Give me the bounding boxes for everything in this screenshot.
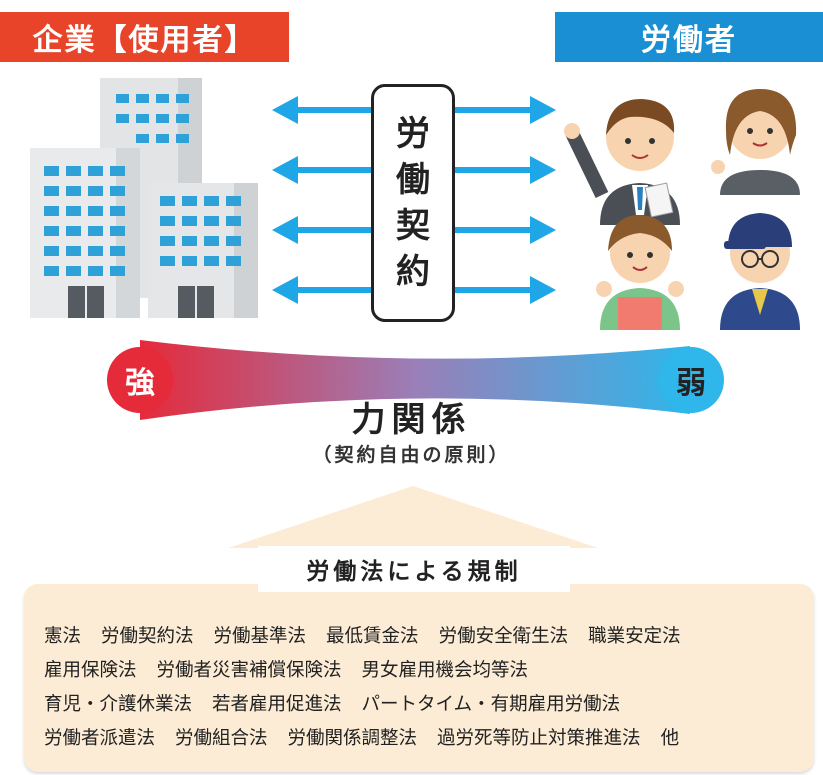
law-line-2: 雇用保険法労働者災害補償保険法男女雇用機会均等法 bbox=[44, 656, 548, 682]
law-item: 職業安定法 bbox=[588, 626, 681, 647]
law-item: 最低賃金法 bbox=[326, 626, 419, 647]
regulation-title: 労働法による規制 bbox=[258, 546, 570, 592]
power-relation-subtitle: （契約自由の原則） bbox=[312, 444, 511, 466]
workers-illustration bbox=[564, 89, 800, 330]
labor-law-box bbox=[24, 584, 814, 772]
law-item: 労働者派遣法 bbox=[44, 728, 156, 749]
law-item: 労働基準法 bbox=[213, 626, 307, 647]
regulation-up-arrow bbox=[228, 486, 598, 556]
law-line-4: 労働者派遣法労働組合法労働関係調整法過労死等防止対策推進法他 bbox=[44, 724, 699, 750]
law-line-3: 育児・介護休業法若者雇用促進法パートタイム・有期雇用労働法 bbox=[44, 690, 640, 716]
law-item: 男女雇用機会均等法 bbox=[361, 660, 529, 681]
strong-badge: 強 bbox=[107, 347, 173, 413]
law-item: 雇用保険法 bbox=[44, 660, 137, 681]
law-item: 過労死等防止対策推進法 bbox=[437, 728, 641, 749]
worker-header: 労働者 bbox=[555, 12, 823, 62]
employer-header: 企業【使用者】 bbox=[0, 12, 289, 62]
law-item: 労働契約法 bbox=[101, 626, 194, 647]
contract-char: 契 bbox=[396, 206, 430, 246]
power-relation-title: 力関係 bbox=[351, 400, 472, 440]
law-item: 他 bbox=[660, 728, 680, 749]
contract-char: 労 bbox=[396, 114, 430, 154]
law-item: 育児・介護休業法 bbox=[44, 694, 193, 715]
law-item: 若者雇用促進法 bbox=[212, 694, 342, 715]
office-building-icon bbox=[30, 78, 258, 318]
power-gradient-bar bbox=[140, 340, 690, 420]
worker-girl-icon bbox=[596, 215, 684, 330]
contract-char: 働 bbox=[396, 160, 430, 200]
law-line-1: 憲法労働契約法労働基準法最低賃金法労働安全衛生法職業安定法 bbox=[44, 622, 701, 648]
law-item: 憲法 bbox=[44, 626, 82, 647]
worker-woman-icon bbox=[711, 89, 800, 195]
worker-man-icon bbox=[564, 99, 680, 225]
law-item: 労働組合法 bbox=[175, 728, 268, 749]
contract-char: 約 bbox=[396, 252, 430, 292]
weak-badge: 弱 bbox=[658, 347, 724, 413]
law-item: 労働者災害補償保険法 bbox=[156, 660, 342, 681]
law-item: 労働関係調整法 bbox=[287, 728, 418, 749]
law-item: パートタイム・有期雇用労働法 bbox=[361, 694, 621, 715]
law-item: 労働安全衛生法 bbox=[438, 626, 569, 647]
labor-contract-box: 労 働 契 約 bbox=[371, 84, 455, 322]
worker-cap-man-icon bbox=[720, 213, 800, 330]
